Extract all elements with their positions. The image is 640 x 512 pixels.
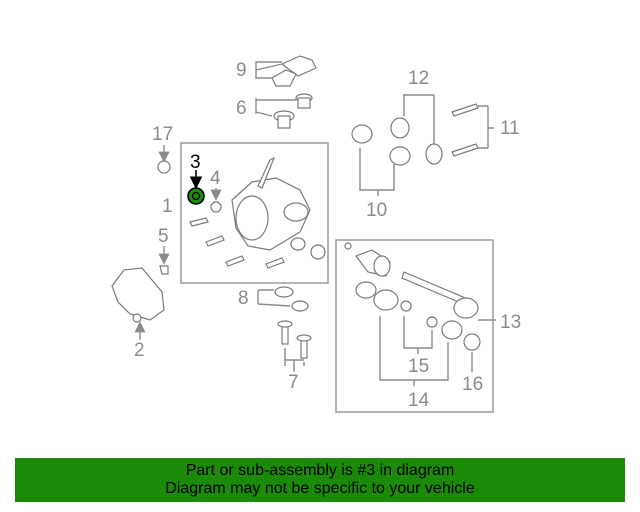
part-2-bracket[interactable] (111, 267, 165, 340)
axle-shaft-assembly[interactable] (344, 242, 496, 386)
label-11: 11 (500, 118, 520, 139)
part-7-bolts[interactable] (277, 320, 312, 372)
differential-housing[interactable] (189, 156, 326, 269)
label-2: 2 (134, 340, 145, 361)
label-14: 14 (408, 390, 430, 411)
footer-banner: Part or sub-assembly is #3 in diagram Di… (15, 458, 625, 502)
part-4-bushing[interactable] (210, 188, 222, 213)
label-15: 15 (408, 356, 429, 377)
part-6-mount[interactable] (255, 93, 313, 129)
label-10: 10 (366, 200, 387, 221)
label-8: 8 (238, 288, 249, 309)
part-17-plug[interactable] (157, 145, 171, 174)
label-5: 5 (158, 226, 169, 247)
label-16: 16 (462, 374, 483, 395)
parts-diagram: 9 6 12 11 17 3 4 1 10 5 8 13 2 15 7 16 1… (111, 55, 521, 413)
part-3-seal[interactable] (187, 170, 205, 205)
part-11-bolts[interactable] (451, 103, 494, 157)
label-17: 17 (152, 124, 173, 145)
label-4: 4 (210, 168, 221, 189)
label-7: 7 (288, 372, 299, 393)
label-6: 6 (236, 98, 247, 119)
part-8-mount[interactable] (257, 286, 309, 312)
footer-line-2: Diagram may not be specific to your vehi… (165, 480, 475, 497)
label-1: 1 (162, 196, 173, 217)
footer-line-1: Part or sub-assembly is #3 in diagram (185, 462, 455, 479)
label-12: 12 (408, 68, 429, 89)
part-10-12-mounts[interactable] (351, 94, 443, 196)
label-3: 3 (190, 152, 201, 173)
label-13: 13 (500, 312, 521, 333)
label-9: 9 (236, 60, 247, 81)
part-5-pin[interactable] (158, 246, 170, 275)
part-9-bracket[interactable] (255, 55, 317, 87)
